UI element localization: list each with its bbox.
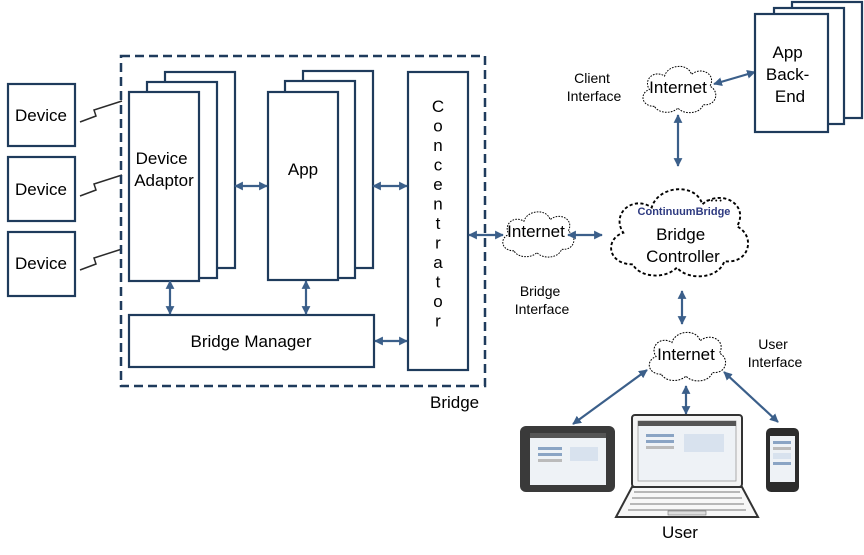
concentrator-letter: o — [433, 117, 442, 136]
arrow-client-internet-backend — [713, 70, 756, 86]
wireless-link-1 — [79, 100, 123, 123]
laptop-device — [614, 414, 760, 518]
device-box-1 — [6, 82, 77, 148]
device-label-1: Device — [15, 106, 67, 125]
device-label-3: Device — [15, 254, 67, 273]
user-interface-label: User Interface — [748, 336, 803, 370]
phone-device — [766, 428, 799, 492]
bridge-controller-label: Bridge Controller — [646, 225, 720, 266]
device-adaptor-line-1: Device — [136, 149, 188, 168]
concentrator-letter: a — [433, 253, 443, 272]
app-box — [266, 90, 340, 282]
concentrator-letter: e — [433, 175, 442, 194]
logo-dots: • • • • — [706, 198, 722, 205]
client-interface-line-1: Client — [574, 70, 610, 86]
device-adaptor-box — [127, 90, 201, 283]
wireless-link-3 — [79, 248, 123, 271]
user-label: User — [662, 523, 698, 542]
concentrator-letter: t — [436, 214, 441, 233]
client-interface-label: Client Interface — [567, 70, 622, 104]
continuum-logo-text: ContinuumBridge — [638, 206, 731, 218]
continuum-bridge-logo: • • • • ContinuumBridge — [638, 198, 731, 218]
client-internet-label: Internet — [649, 78, 707, 97]
concentrator-letter: c — [434, 156, 443, 175]
concentrator-letter: t — [436, 273, 441, 292]
device-label-2: Device — [15, 180, 67, 199]
user-internet-label: Internet — [657, 345, 715, 364]
user-interface-line-2: Interface — [748, 354, 803, 370]
backend-line-1: App — [773, 43, 803, 62]
concentrator-letter: r — [435, 234, 441, 253]
concentrator-letter: C — [432, 97, 444, 116]
bridge-label: Bridge — [430, 393, 479, 412]
bridge-interface-line-1: Bridge — [520, 283, 561, 299]
backend-label: App Back- End — [766, 43, 814, 106]
concentrator-letter: n — [433, 136, 442, 155]
device-adaptor-line-2: Adaptor — [134, 171, 194, 190]
bridge-controller-line-2: Controller — [646, 247, 720, 266]
backend-line-3: End — [775, 87, 805, 106]
bridge-internet-label: Internet — [507, 222, 565, 241]
concentrator-letter: o — [433, 292, 442, 311]
user-interface-line-1: User — [758, 336, 788, 352]
device-adaptor-label: Device Adaptor — [134, 149, 194, 190]
bridge-boundary — [119, 54, 487, 388]
bridge-controller-line-1: Bridge — [656, 225, 705, 244]
bridge-interface-line-2: Interface — [515, 301, 570, 317]
bridge-manager-label: Bridge Manager — [191, 332, 312, 351]
client-interface-line-2: Interface — [567, 88, 622, 104]
bridge-interface-label: Bridge Interface — [515, 283, 570, 317]
device-box-2 — [6, 155, 77, 223]
device-box-3 — [6, 230, 77, 298]
backend-line-2: Back- — [766, 65, 809, 84]
tablet-device — [520, 426, 615, 492]
bridge-manager-box — [127, 313, 376, 369]
concentrator-box — [406, 70, 470, 372]
concentrator-letter: n — [433, 195, 442, 214]
app-label: App — [288, 160, 318, 179]
wireless-link-2 — [79, 174, 123, 197]
backend-box — [753, 12, 830, 134]
concentrator-letter: r — [435, 312, 441, 331]
arrow-internet-phone — [723, 371, 779, 423]
arrow-internet-tablet — [572, 369, 648, 425]
